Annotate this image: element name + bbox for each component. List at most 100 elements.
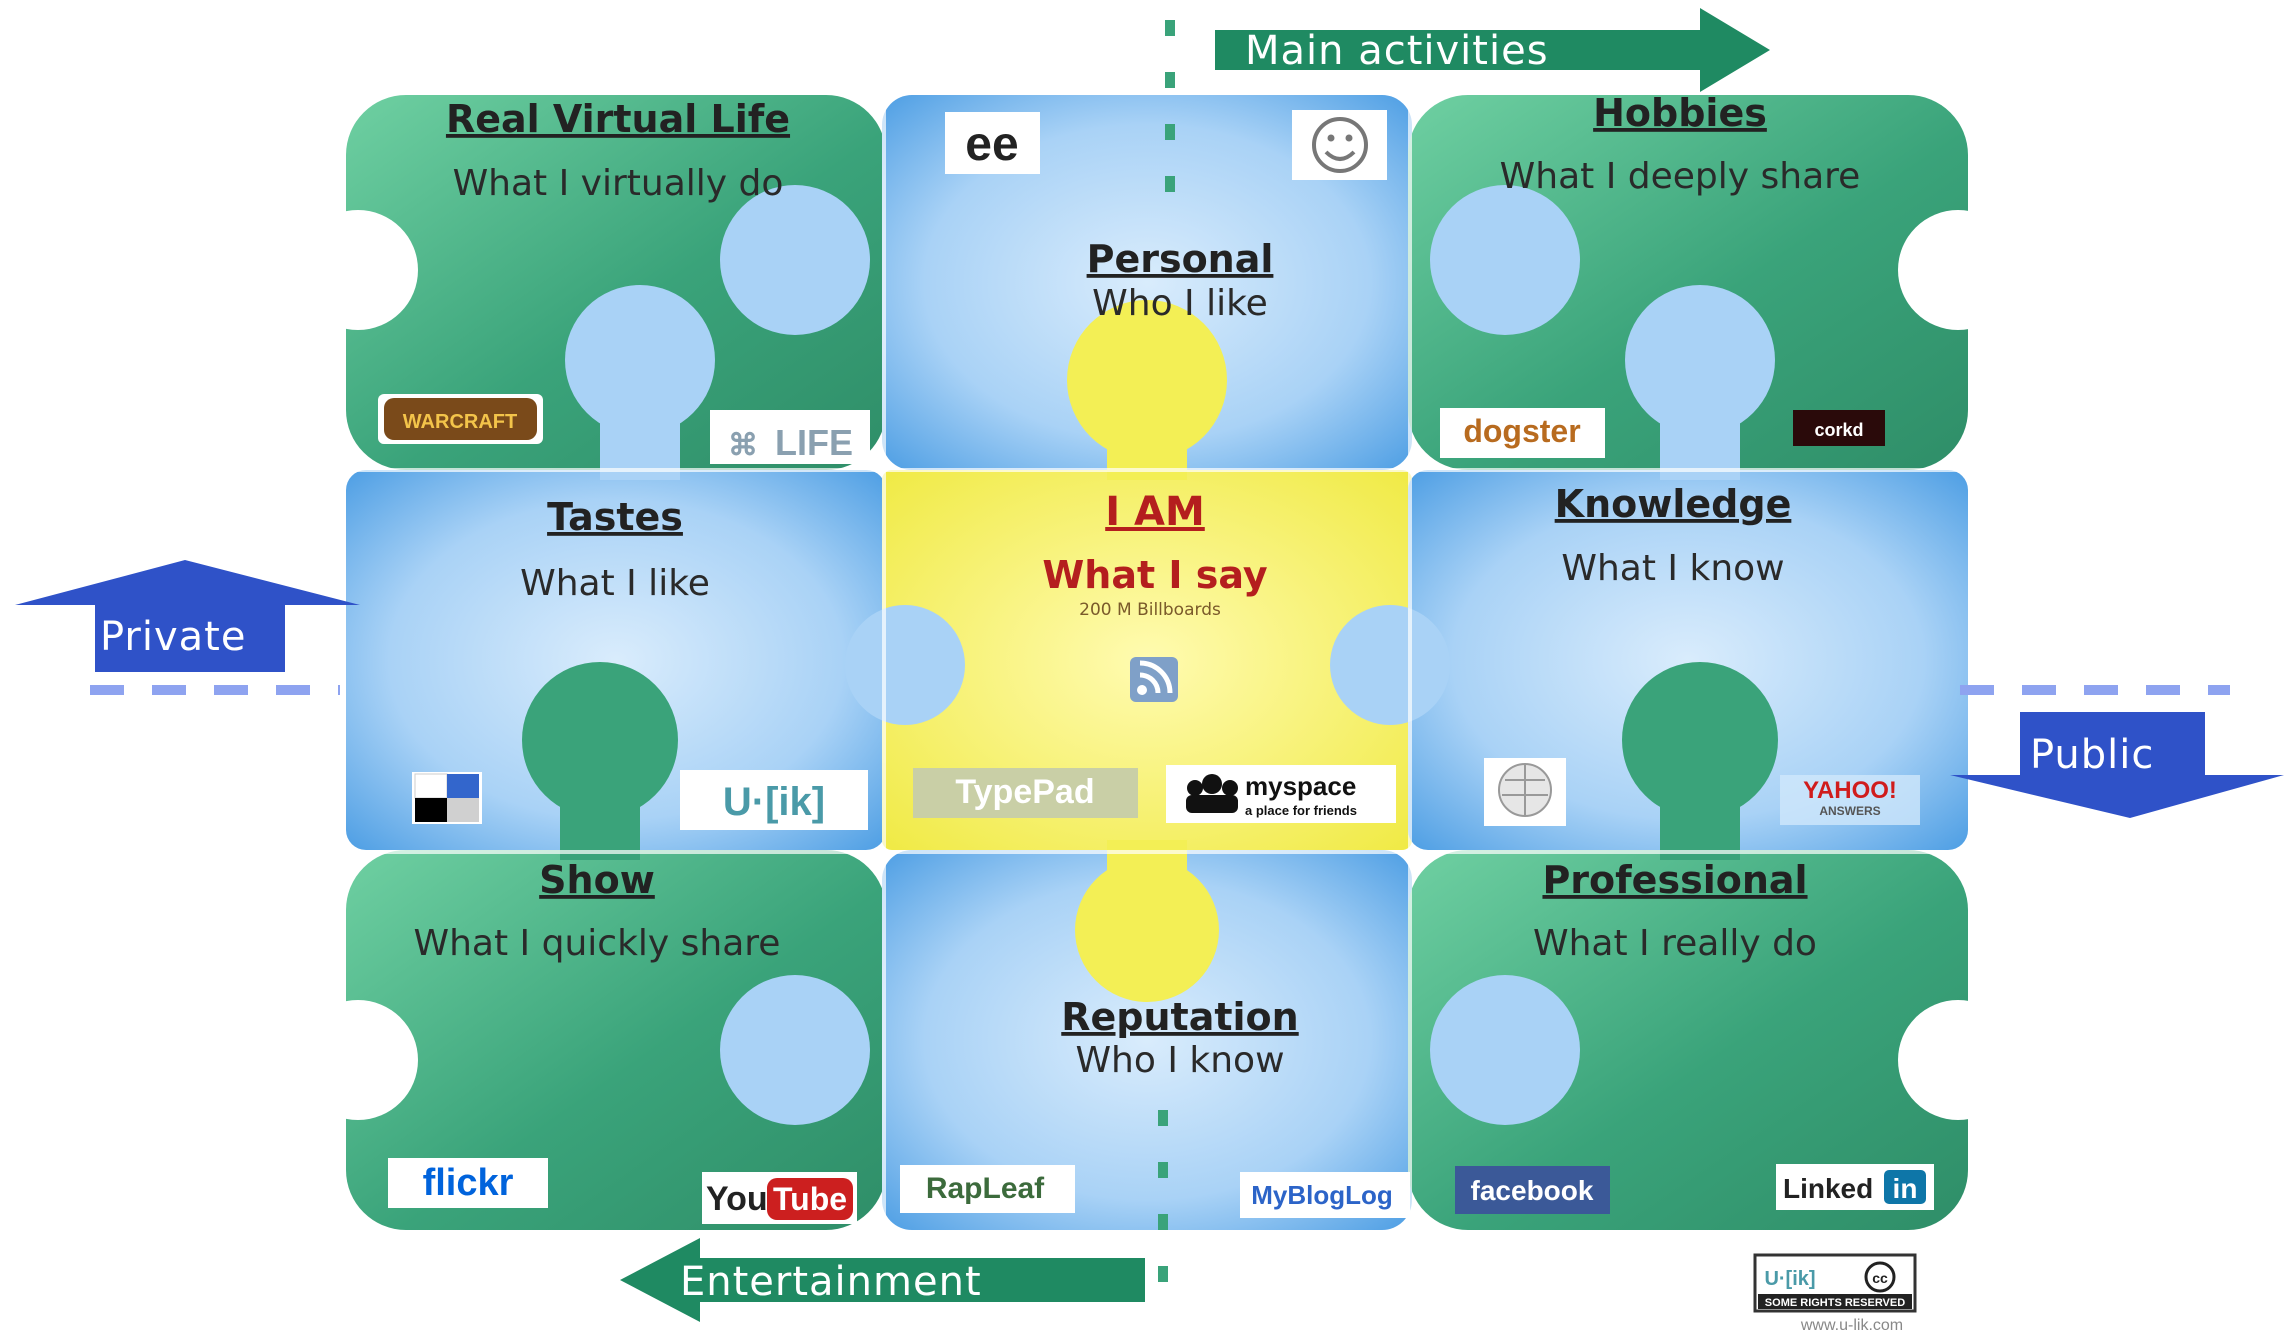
creative-commons-badge: U·[ik] cc SOME RIGHTS RESERVED (1753, 1253, 1917, 1313)
site-credit: www.u-lik.com (1800, 1317, 1903, 1334)
svg-text:corkd: corkd (1814, 420, 1863, 440)
dogster-logo: dogster (1440, 408, 1605, 458)
piece-real-virtual-life (346, 95, 886, 470)
svg-text:SOME RIGHTS RESERVED: SOME RIGHTS RESERVED (1765, 1297, 1905, 1309)
svg-text:You: You (706, 1180, 768, 1218)
warcraft-logo: WARCRAFT (378, 394, 543, 444)
piece-tastes (346, 470, 886, 850)
knob (565, 285, 715, 435)
knob-neck (1660, 780, 1740, 860)
knob (1430, 185, 1580, 335)
personal-subtitle: Who I like (1092, 283, 1268, 324)
notch (1898, 1000, 2018, 1120)
knob-neck (600, 400, 680, 480)
private-label: Private (100, 614, 246, 660)
svg-text:WARCRAFT: WARCRAFT (403, 411, 517, 433)
hobbies-title: Hobbies (1593, 91, 1767, 135)
entertainment-label: Entertainment (680, 1259, 982, 1305)
svg-text:myspace: myspace (1245, 771, 1356, 801)
corkd-logo: corkd (1793, 410, 1885, 446)
svg-text:in: in (1893, 1173, 1918, 1204)
professional-title: Professional (1542, 858, 1807, 902)
knob (1430, 975, 1580, 1125)
svg-text:LIFE: LIFE (775, 422, 853, 463)
knob-neck (1660, 400, 1740, 480)
notch (1898, 210, 2018, 330)
main-activities-label: Main activities (1245, 28, 1549, 74)
piece-professional (1408, 850, 1968, 1230)
ulik-logo: U·[ik] (680, 770, 868, 830)
entertainment-arrow: Entertainment (620, 1238, 1145, 1322)
svg-text:dogster: dogster (1463, 413, 1580, 449)
linkedin-logo: Linked in (1776, 1164, 1934, 1210)
public-label: Public (2030, 732, 2154, 778)
svg-text:⌘: ⌘ (728, 429, 758, 462)
svg-text:ee: ee (965, 118, 1018, 171)
real-virtual-life-title: Real Virtual Life (446, 97, 790, 141)
svg-text:ANSWERS: ANSWERS (1819, 804, 1880, 818)
notch (298, 210, 418, 330)
piece-personal (882, 95, 1412, 470)
svg-text:facebook: facebook (1471, 1175, 1594, 1206)
knob-neck (1107, 840, 1187, 900)
reputation-title: Reputation (1061, 995, 1298, 1039)
tastes-subtitle: What I like (520, 563, 710, 604)
wikipedia-globe-icon (1484, 758, 1566, 826)
facebook-logo: facebook (1455, 1166, 1610, 1214)
knowledge-subtitle: What I know (1561, 548, 1784, 589)
piece-knowledge (1408, 470, 1968, 850)
piece-show (346, 850, 886, 1230)
vertical-axis-dashes (1158, 20, 1175, 1300)
svg-text:YAHOO!: YAHOO! (1803, 777, 1897, 804)
main-activities-arrow: Main activities (1215, 8, 1770, 92)
knob (1622, 662, 1778, 818)
svg-text:U·[ik]: U·[ik] (723, 780, 825, 824)
personal-title: Personal (1087, 237, 1274, 281)
youtube-logo: You Tube (702, 1172, 857, 1224)
show-title: Show (539, 858, 655, 902)
svg-text:Linked: Linked (1783, 1173, 1873, 1204)
knob (1625, 285, 1775, 435)
svg-text:U·[ik]: U·[ik] (1764, 1268, 1815, 1290)
typepad-logo: TypePad (913, 768, 1138, 818)
yahoo-answers-logo: YAHOO! ANSWERS (1780, 775, 1920, 825)
myspace-logo: myspace a place for friends (1166, 765, 1396, 823)
smiley-face-icon (1292, 110, 1387, 180)
reputation-subtitle: Who I know (1075, 1040, 1284, 1081)
knob-neck (560, 780, 640, 860)
svg-text:TypePad: TypePad (955, 773, 1094, 811)
knob (522, 662, 678, 818)
knob (845, 605, 965, 725)
center-subtitle: What I say (1042, 553, 1267, 597)
professional-subtitle: What I really do (1533, 923, 1817, 964)
notch (298, 1000, 418, 1120)
svg-text:Tube: Tube (773, 1181, 847, 1217)
knob (1330, 605, 1450, 725)
svg-text:a place for friends: a place for friends (1245, 803, 1357, 818)
rapleaf-logo: RapLeaf (900, 1165, 1075, 1213)
piece-hobbies (1408, 95, 1968, 470)
center-note: 200 M Billboards (1079, 600, 1221, 620)
flickr-logo: flickr (388, 1158, 548, 1208)
tastes-title: Tastes (547, 495, 683, 539)
svg-text:MyBlogLog: MyBlogLog (1251, 1180, 1393, 1210)
hobbies-subtitle: What I deeply share (1500, 156, 1861, 197)
delicious-logo (412, 772, 482, 824)
rss-icon (1130, 657, 1178, 702)
show-subtitle: What I quickly share (414, 923, 781, 964)
piece-reputation (882, 850, 1412, 1230)
mybloglog-logo: MyBlogLog (1240, 1172, 1410, 1218)
knob (720, 975, 870, 1125)
knowledge-title: Knowledge (1555, 482, 1792, 526)
heart-logo-icon: ee (945, 112, 1040, 174)
knob (720, 185, 870, 335)
svg-text:flickr: flickr (423, 1162, 514, 1204)
svg-text:RapLeaf: RapLeaf (926, 1172, 1045, 1205)
svg-text:cc: cc (1872, 1270, 1888, 1286)
public-arrow: Public (1950, 712, 2284, 818)
private-arrow: Private (15, 560, 360, 672)
second-life-logo: ⌘ LIFE (710, 410, 870, 464)
center-title: I AM (1105, 489, 1205, 535)
real-virtual-life-subtitle: What I virtually do (453, 163, 784, 204)
